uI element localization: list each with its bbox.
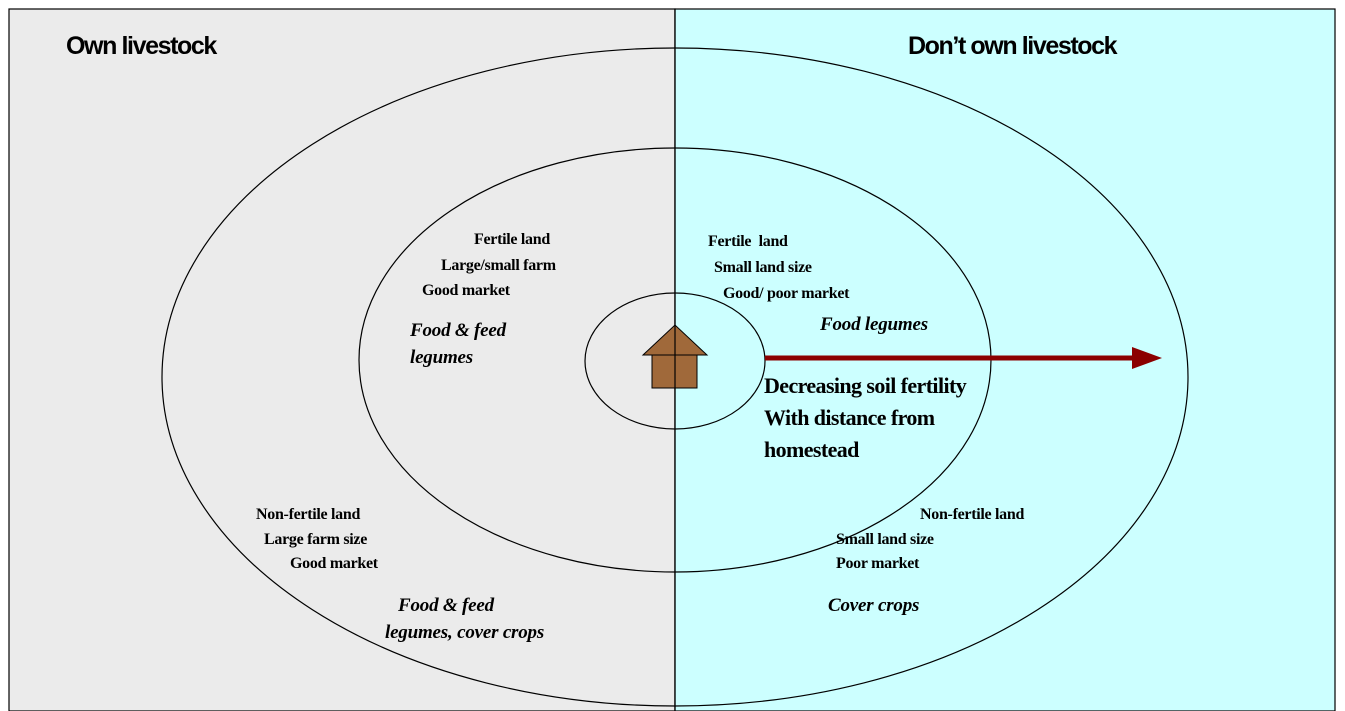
left-inner-crops-line-1: Food & feed: [410, 320, 506, 341]
left-inner-crops-line-2: legumes: [410, 347, 473, 368]
arrow-right-icon: [765, 347, 1162, 369]
right-inner-line-1: Fertile land: [708, 233, 788, 250]
right-inner-line-3: Good/ poor market: [723, 285, 850, 302]
left-outer-line-1: Non-fertile land: [256, 506, 361, 523]
left-outer-line-2: Large farm size: [264, 531, 368, 548]
arrow-caption-line-3: homestead: [764, 437, 859, 462]
left-outer-crops-line-2: legumes, cover crops: [385, 622, 545, 643]
arrow-caption-line-2: With distance from: [764, 405, 935, 430]
left-inner-line-1: Fertile land: [474, 231, 550, 248]
left-inner-line-2: Large/small farm: [441, 257, 556, 274]
left-panel: [8, 8, 676, 711]
right-outer-line-1: Non-fertile land: [920, 506, 1025, 523]
right-outer-line-2: Small land size: [836, 531, 934, 548]
right-inner-crops: Food legumes: [820, 314, 928, 335]
right-outer-line-3: Poor market: [836, 555, 920, 572]
left-inner-line-3: Good market: [422, 282, 510, 299]
right-heading: Don’t own livestock: [908, 32, 1118, 60]
right-outer-crops: Cover crops: [828, 595, 920, 616]
right-inner-line-2: Small land size: [714, 259, 812, 276]
left-heading: Own livestock: [66, 32, 217, 60]
arrow-caption-line-1: Decreasing soil fertility: [764, 373, 967, 398]
left-outer-line-3: Good market: [290, 555, 378, 572]
left-outer-crops-line-1: Food & feed: [398, 595, 494, 616]
arrow-head: [1132, 347, 1162, 369]
